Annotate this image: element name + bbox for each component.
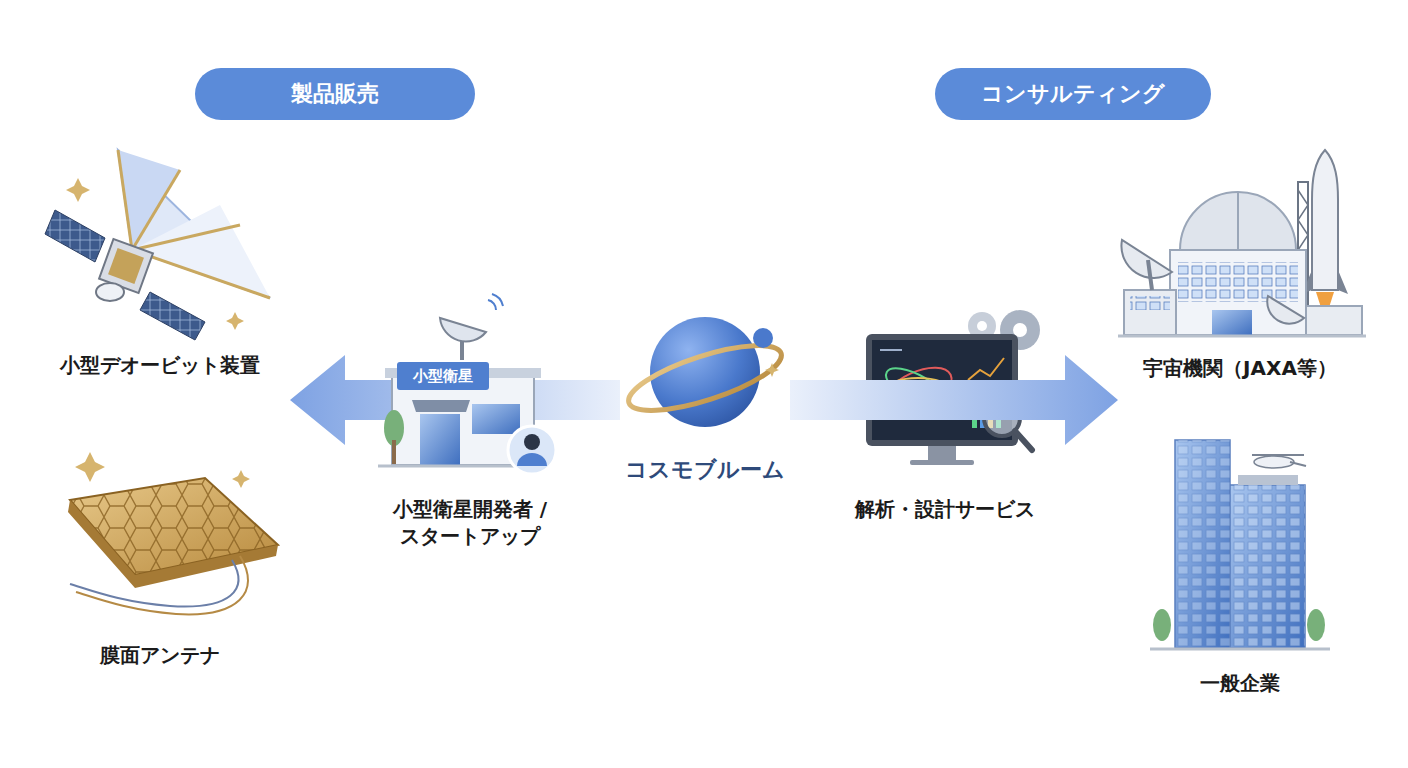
node-text: コンサルティング [981,79,1165,109]
cosmobloom-logo [622,317,788,427]
node-text: 製品販売 [291,79,379,109]
deorbit-device [45,150,270,340]
startup-building [378,294,556,474]
space-agency [1118,150,1366,336]
section-pill: 製品販売 [195,68,475,120]
item-label: 宇宙機関（JAXA等） [1143,355,1337,382]
section-pill: コンサルティング [935,68,1211,120]
item-label: 解析・設計サービス [855,496,1035,523]
membrane-antenna [68,452,278,614]
building-sign: 小型衛星 [397,362,489,390]
item-label: 小型デオービット装置 [60,352,260,379]
item-label: 一般企業 [1200,670,1280,697]
item-label: 小型衛星開発者 / スタートアップ [375,496,565,550]
flow-arrow-right [790,355,1118,445]
brand-name: コスモブルーム [625,455,785,485]
office-towers [1150,440,1330,649]
item-label: 膜面アンテナ [100,642,220,669]
node-text: 小型衛星 [413,367,473,386]
